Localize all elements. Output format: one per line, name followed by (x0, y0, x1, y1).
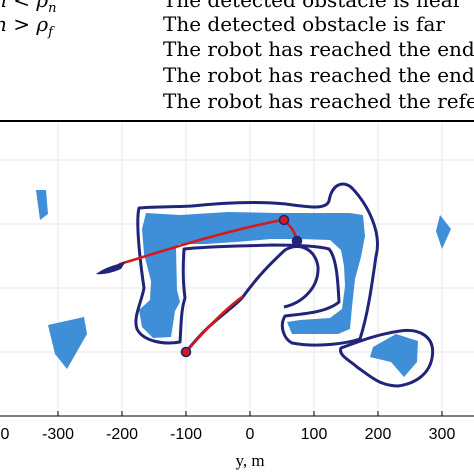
description-cell: The robot has reached the end of (163, 37, 474, 61)
table-row: The robot has reached the referen (0, 89, 474, 113)
condition-cell: n < ρn (0, 0, 57, 16)
obstacle-small (36, 190, 48, 220)
robot-marker (96, 261, 126, 275)
x-tick-label: -200 (106, 426, 138, 443)
table-row: n < ρn The detected obstacle is near (0, 0, 474, 16)
x-tick-label: 300 (429, 426, 456, 443)
boundary-lower-right (339, 328, 435, 388)
description-cell: The detected obstacle is near (163, 0, 463, 12)
table-row: n > ρf The detected obstacle is far (0, 12, 474, 40)
x-axis-label: y, m (235, 451, 264, 470)
description-cell: The robot has reached the referen (163, 89, 474, 113)
obstacle-main (139, 212, 365, 338)
table-rule (0, 120, 474, 122)
obstacles (36, 190, 451, 377)
algorithm-table: n < ρn The detected obstacle is near n >… (0, 0, 474, 116)
table-row: The robot has reached the end of (0, 63, 474, 87)
x-tick-label: 0 (1, 426, 10, 443)
x-tick-labels: 0 -300 -200 -100 0 100 200 300 (1, 426, 456, 443)
description-cell: The detected obstacle is far (163, 12, 445, 36)
path-segment (184, 295, 244, 354)
waypoint-marker (291, 235, 303, 247)
boundary-contour (134, 182, 379, 347)
description-cell: The robot has reached the end of (163, 63, 474, 87)
obstacle-lower-right (370, 334, 418, 377)
x-tick-label: 200 (365, 426, 392, 443)
path-segment (118, 218, 284, 266)
robot-icon (96, 261, 126, 275)
obstacle-left (48, 317, 87, 369)
waypoint-marker (180, 346, 192, 358)
waypoint-marker (278, 214, 290, 226)
x-tick-marks (57, 411, 443, 416)
x-tick-label: -300 (42, 426, 74, 443)
x-tick-label: 0 (246, 426, 255, 443)
return-path (184, 244, 320, 353)
table-row: The robot has reached the end of (0, 37, 474, 61)
waypoints (180, 214, 303, 358)
obstacle-right (436, 215, 451, 249)
x-tick-label: 100 (301, 426, 328, 443)
trajectory-plot: 0 -300 -200 -100 0 100 200 300 y, m (0, 124, 474, 470)
condition-cell: n > ρf (0, 12, 53, 40)
x-tick-label: -100 (170, 426, 202, 443)
safety-boundary (134, 182, 435, 388)
